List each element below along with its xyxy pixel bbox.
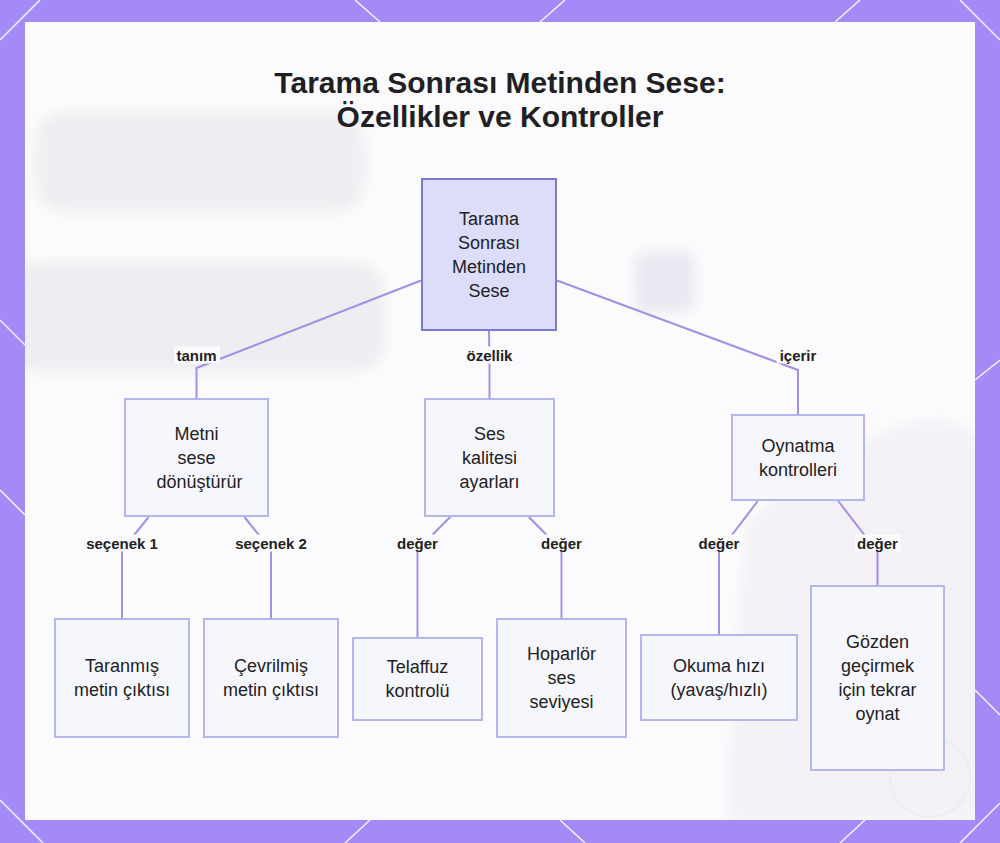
edge-label: seçenek 2 xyxy=(232,535,310,552)
process-box: Hoparlör ses seviyesi xyxy=(496,618,627,738)
edge-label: değer xyxy=(394,535,441,552)
edge-label: seçenek 1 xyxy=(83,535,161,552)
edge-label: değer xyxy=(538,535,585,552)
process-box: Ses kalitesi ayarları xyxy=(424,398,555,517)
node-text: Hoparlör ses seviyesi xyxy=(517,642,607,714)
node-text: Çevrilmiş metin çıktısı xyxy=(221,654,321,702)
edge-label: özellik xyxy=(464,347,516,364)
connector-line xyxy=(244,517,271,618)
connector-line xyxy=(557,281,798,414)
node-text: Ses kalitesi ayarları xyxy=(450,422,530,494)
root-box: Tarama Sonrası Metinden Sese xyxy=(421,178,557,331)
node-text: Gözden geçirmek için tekrar oynat xyxy=(828,630,928,726)
edge-label: değer xyxy=(854,535,901,552)
connector-line xyxy=(719,501,758,634)
node-text: Oynatma kontrolleri xyxy=(743,434,853,482)
process-box: Telaffuz kontrolü xyxy=(352,637,483,721)
node-text: Metni sese dönüştürür xyxy=(157,422,237,494)
edge-label: tanım xyxy=(173,347,219,364)
node-text: Tarama Sonrası Metinden Sese xyxy=(439,207,539,303)
diagram-title: Tarama Sonrası Metinden Sese: Özellikler… xyxy=(240,66,760,134)
connector-line xyxy=(488,331,491,398)
connector-line xyxy=(197,281,422,398)
edge-label: değer xyxy=(696,535,743,552)
node-text: Okuma hızı (yavaş/hızlı) xyxy=(657,654,782,702)
process-box: Metni sese dönüştürür xyxy=(124,398,269,517)
process-box: Taranmış metin çıktısı xyxy=(54,618,190,738)
node-text: Taranmış metin çıktısı xyxy=(72,654,172,702)
process-box: Okuma hızı (yavaş/hızlı) xyxy=(640,634,798,721)
edge-label: içerir xyxy=(777,347,820,364)
process-box: Çevrilmiş metin çıktısı xyxy=(203,618,339,738)
process-box: Gözden geçirmek için tekrar oynat xyxy=(810,585,945,771)
process-box: Oynatma kontrolleri xyxy=(731,414,865,501)
node-text: Telaffuz kontrolü xyxy=(363,655,473,703)
connector-line xyxy=(122,517,149,618)
connector-line xyxy=(529,517,562,618)
